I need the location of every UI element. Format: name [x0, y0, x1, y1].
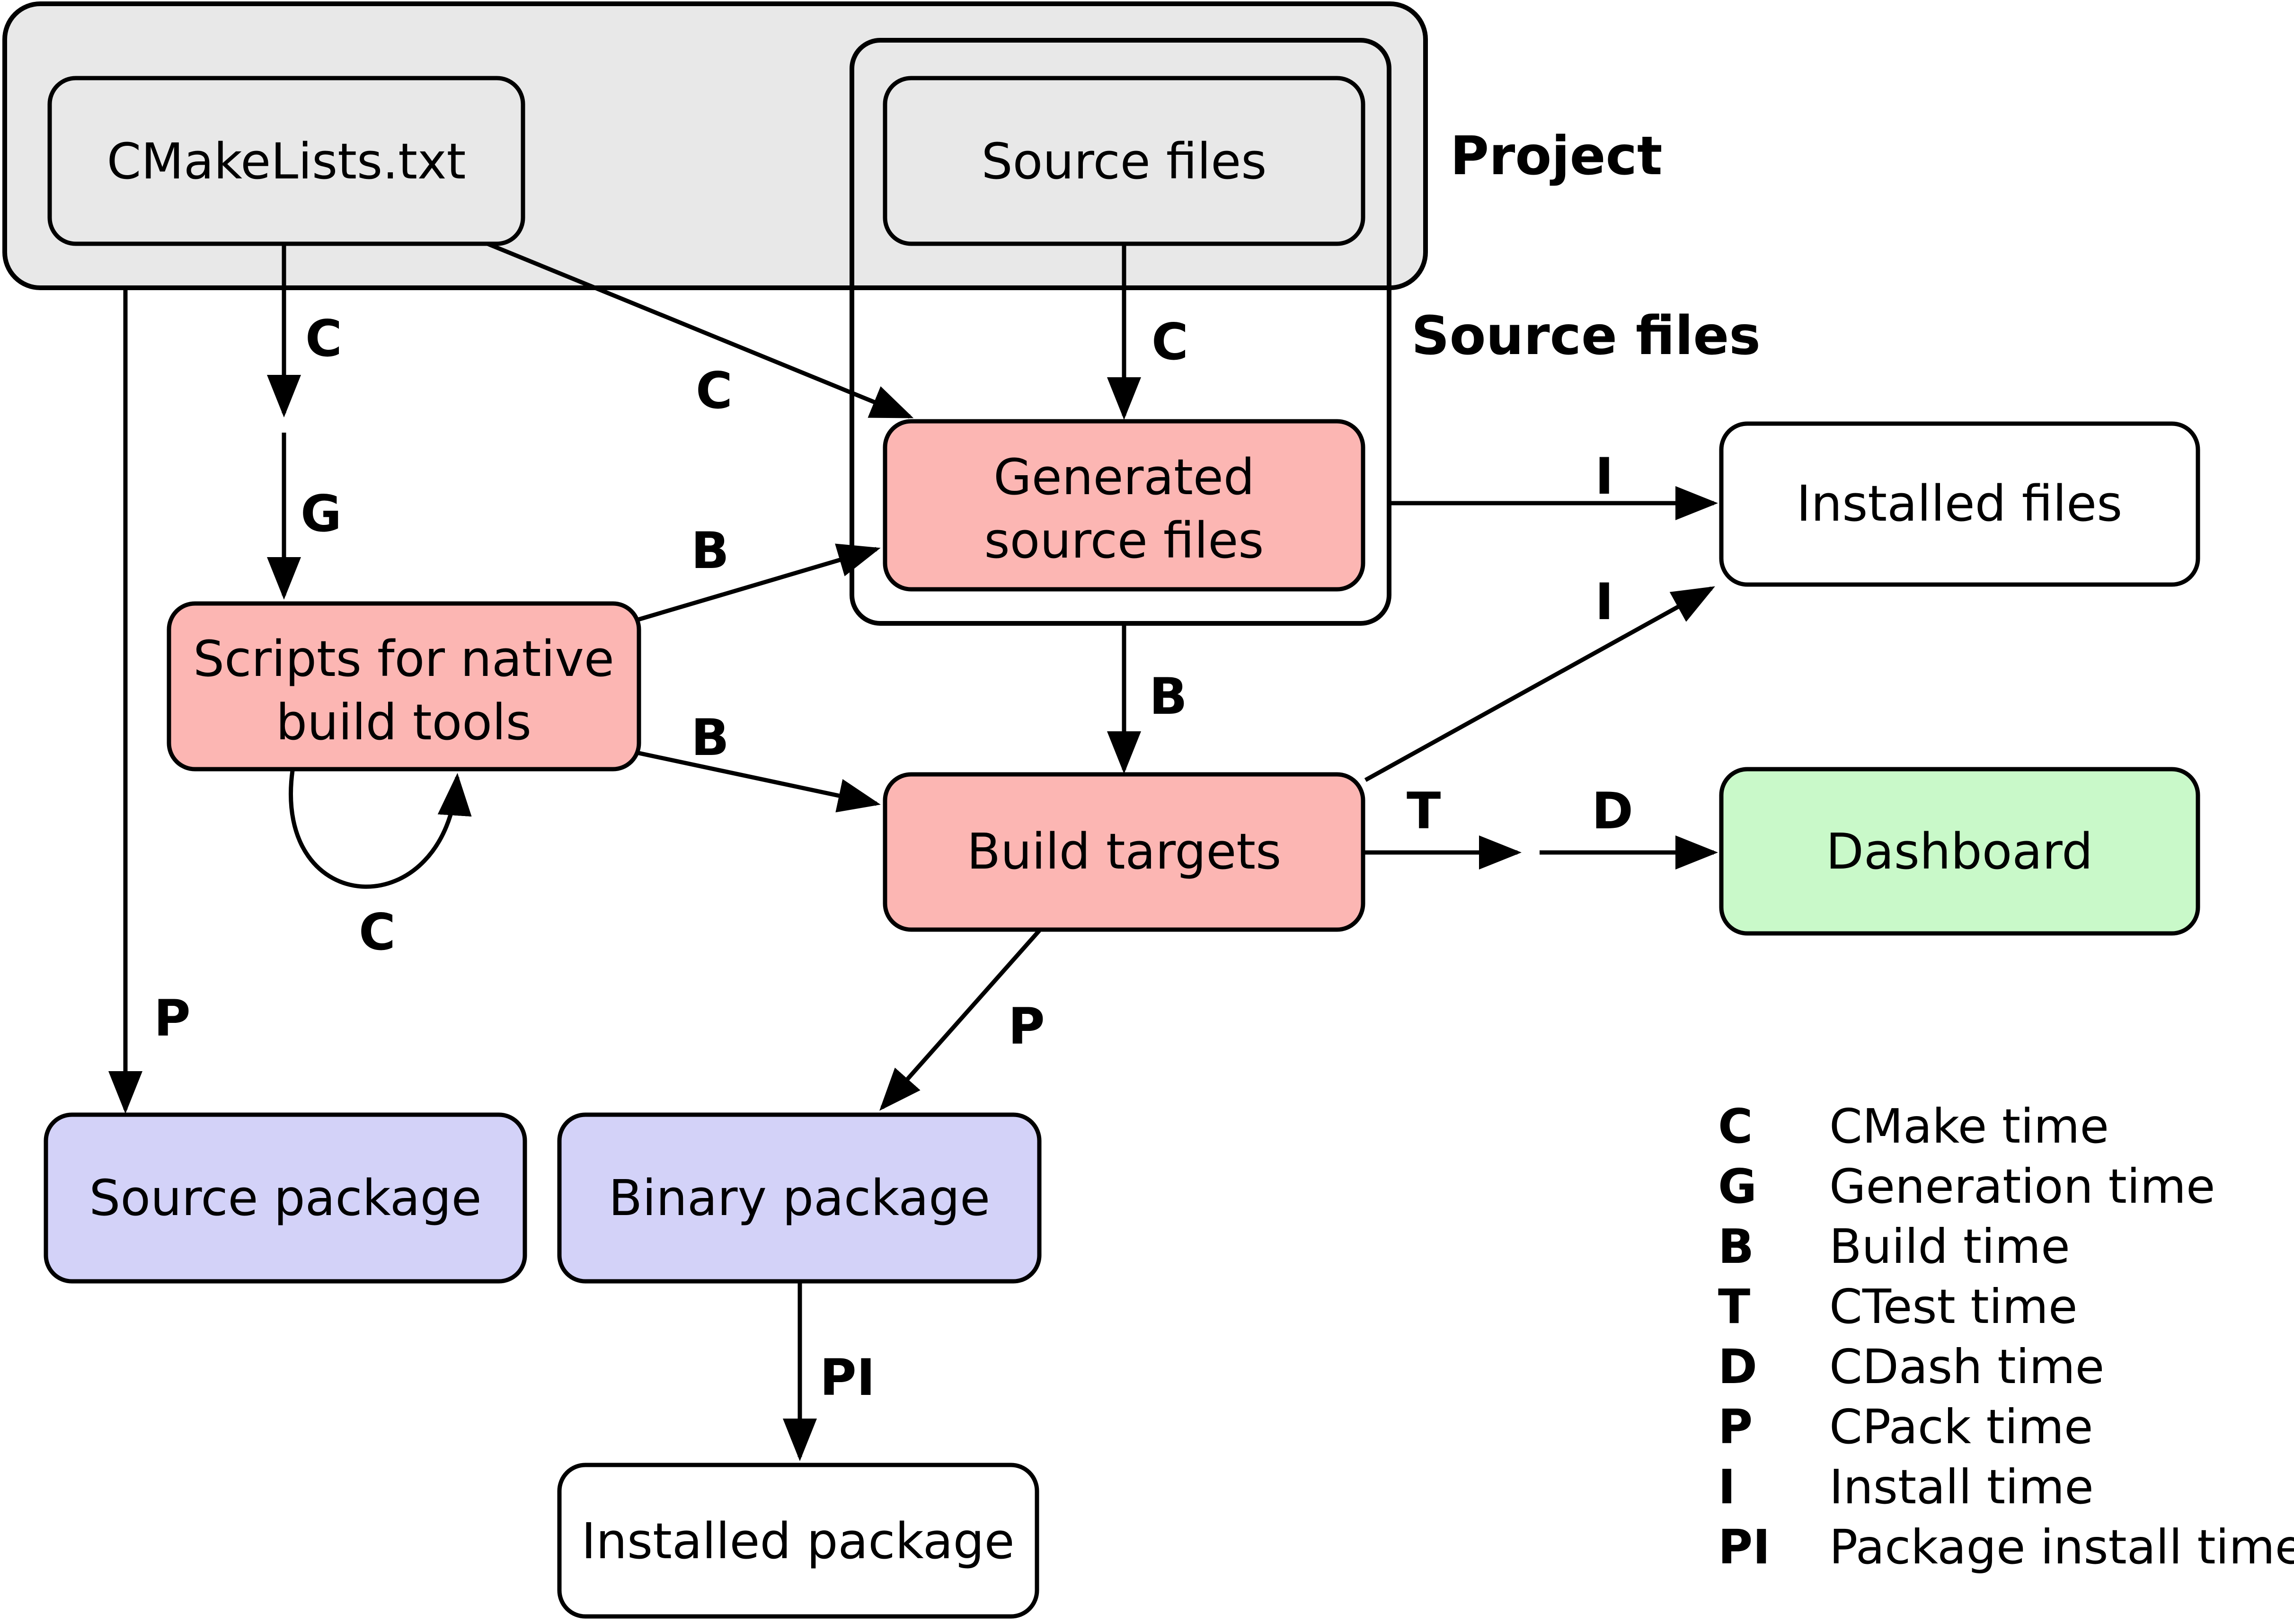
legend-label: CTest time — [1829, 1279, 2077, 1334]
edge-label-install-targets: I — [1595, 573, 1613, 631]
edge-label-cmake-source-files: C — [1151, 313, 1188, 371]
legend-label: CPack time — [1829, 1399, 2093, 1455]
edge-c-diagonal-to-generated — [487, 241, 914, 419]
edge-label-package-install: PI — [820, 1349, 875, 1407]
node-source-files — [883, 76, 1365, 246]
node-dashboard — [1719, 767, 2200, 936]
node-installed-files-label: Installed files — [1797, 475, 2123, 532]
legend-label: Install time — [1829, 1459, 2094, 1515]
node-source-package — [44, 1112, 527, 1284]
container-project-label: Project — [1450, 125, 1663, 187]
edge-label-install-sources: I — [1595, 447, 1613, 506]
edge-label-cpack-binary: P — [1008, 997, 1045, 1056]
edge-label-build-from-scripts: B — [691, 709, 729, 767]
legend-key: T — [1718, 1279, 1750, 1334]
legend-key: G — [1718, 1159, 1757, 1214]
node-dashboard-label: Dashboard — [1826, 823, 2093, 880]
edge-label-generation-time: G — [301, 485, 342, 543]
node-cmakelists-label: CMakeLists.txt — [107, 133, 466, 190]
node-cmakelists — [47, 76, 525, 246]
edge-i-from-build-targets — [1364, 586, 1715, 782]
edge-b-scripts-to-build-targets — [636, 750, 881, 813]
node-installed-package — [557, 1463, 1039, 1619]
legend: C CMake time G Generation time B Build t… — [1718, 1099, 2294, 1575]
edge-label-build-generated: B — [691, 522, 729, 580]
edge-label-build-targets-vertical: B — [1149, 667, 1187, 726]
edge-label-cdash-time: D — [1592, 782, 1633, 840]
legend-label: CMake time — [1829, 1099, 2109, 1154]
container-source-files-group-label: Source files — [1411, 305, 1761, 367]
node-binary-package-label: Binary package — [609, 1169, 990, 1227]
legend-label: Build time — [1829, 1219, 2070, 1274]
legend-label: CDash time — [1829, 1339, 2104, 1394]
edge-label-ctest-time: T — [1407, 782, 1441, 840]
edge-label-cmake-selfloop: C — [359, 903, 396, 961]
node-installed-files — [1719, 421, 2200, 587]
edge-label-cpack-source: P — [154, 989, 191, 1047]
edge-b-scripts-to-generated — [636, 543, 881, 622]
node-binary-package — [557, 1112, 1042, 1284]
legend-label: Package install time — [1829, 1519, 2294, 1575]
edge-p-to-binary-package — [879, 929, 1041, 1111]
container-source-files-group — [850, 38, 1391, 626]
legend-key: C — [1718, 1099, 1753, 1154]
node-scripts-for-native-build-tools — [167, 601, 641, 772]
legend-key: B — [1718, 1219, 1754, 1274]
edge-c-selfloop — [289, 770, 472, 889]
legend-label: Generation time — [1829, 1159, 2215, 1214]
legend-key: D — [1718, 1339, 1757, 1394]
edge-label-cmake-diagonal: C — [696, 362, 733, 420]
node-build-targets — [883, 772, 1365, 932]
edge-label-cmake-time: C — [305, 310, 342, 368]
legend-key: P — [1718, 1399, 1753, 1455]
node-generated-source-files — [883, 419, 1365, 592]
node-build-targets-label: Build targets — [967, 823, 1282, 880]
legend-key: I — [1718, 1459, 1736, 1515]
node-installed-package-label: Installed package — [581, 1512, 1014, 1570]
node-source-package-label: Source package — [89, 1169, 481, 1227]
node-source-files-label: Source files — [982, 133, 1267, 190]
legend-key: PI — [1718, 1519, 1771, 1575]
